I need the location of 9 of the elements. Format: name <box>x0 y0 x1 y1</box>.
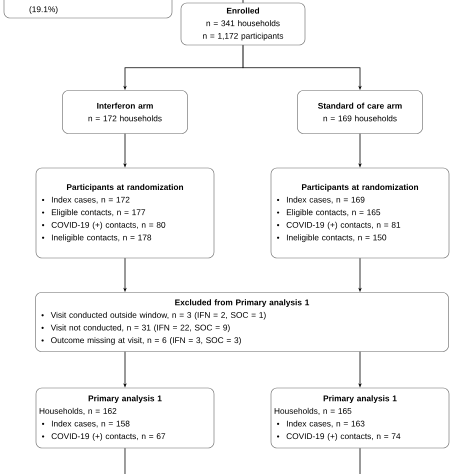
flow-box: Standard of care arm n = 169 households <box>297 90 423 134</box>
flow-box: Participants at randomization Index cases, n = 172 Eligible contacts, n = 177 COVID-19 (+) contacts, n = 80 Ineligible contacts, n = 178 <box>36 168 214 258</box>
flow-box: (19.1%) <box>4 0 172 18</box>
flow-box: Excluded from Primary analysis 1 Visit conducted outside window, n = 3 (IFN = 2, SOC = 1) Visit not conducted, n = 31 (IFN = 22, SOC = 9) Outcome missing at visit, n = 6 (IFN = 3, SOC = 3) <box>35 292 449 352</box>
flow-box: Enrolled n = 341 households n = 1,172 participants <box>180 2 306 46</box>
flow-box: Primary analysis 1 Households, n = 162 Index cases, n = 158 COVID-19 (+) contacts, n = 67 <box>36 388 214 448</box>
flow-box: Participants at randomization Index cases, n = 169 Eligible contacts, n = 165 COVID-19 (+) contacts, n = 81 Ineligible contacts, n = 150 <box>270 168 450 258</box>
flow-box: Primary analysis 1 Households, n = 165 Index cases, n = 163 COVID-19 (+) contacts, n = 74 <box>270 388 450 448</box>
flow-box: Interferon arm n = 172 households <box>62 90 188 134</box>
